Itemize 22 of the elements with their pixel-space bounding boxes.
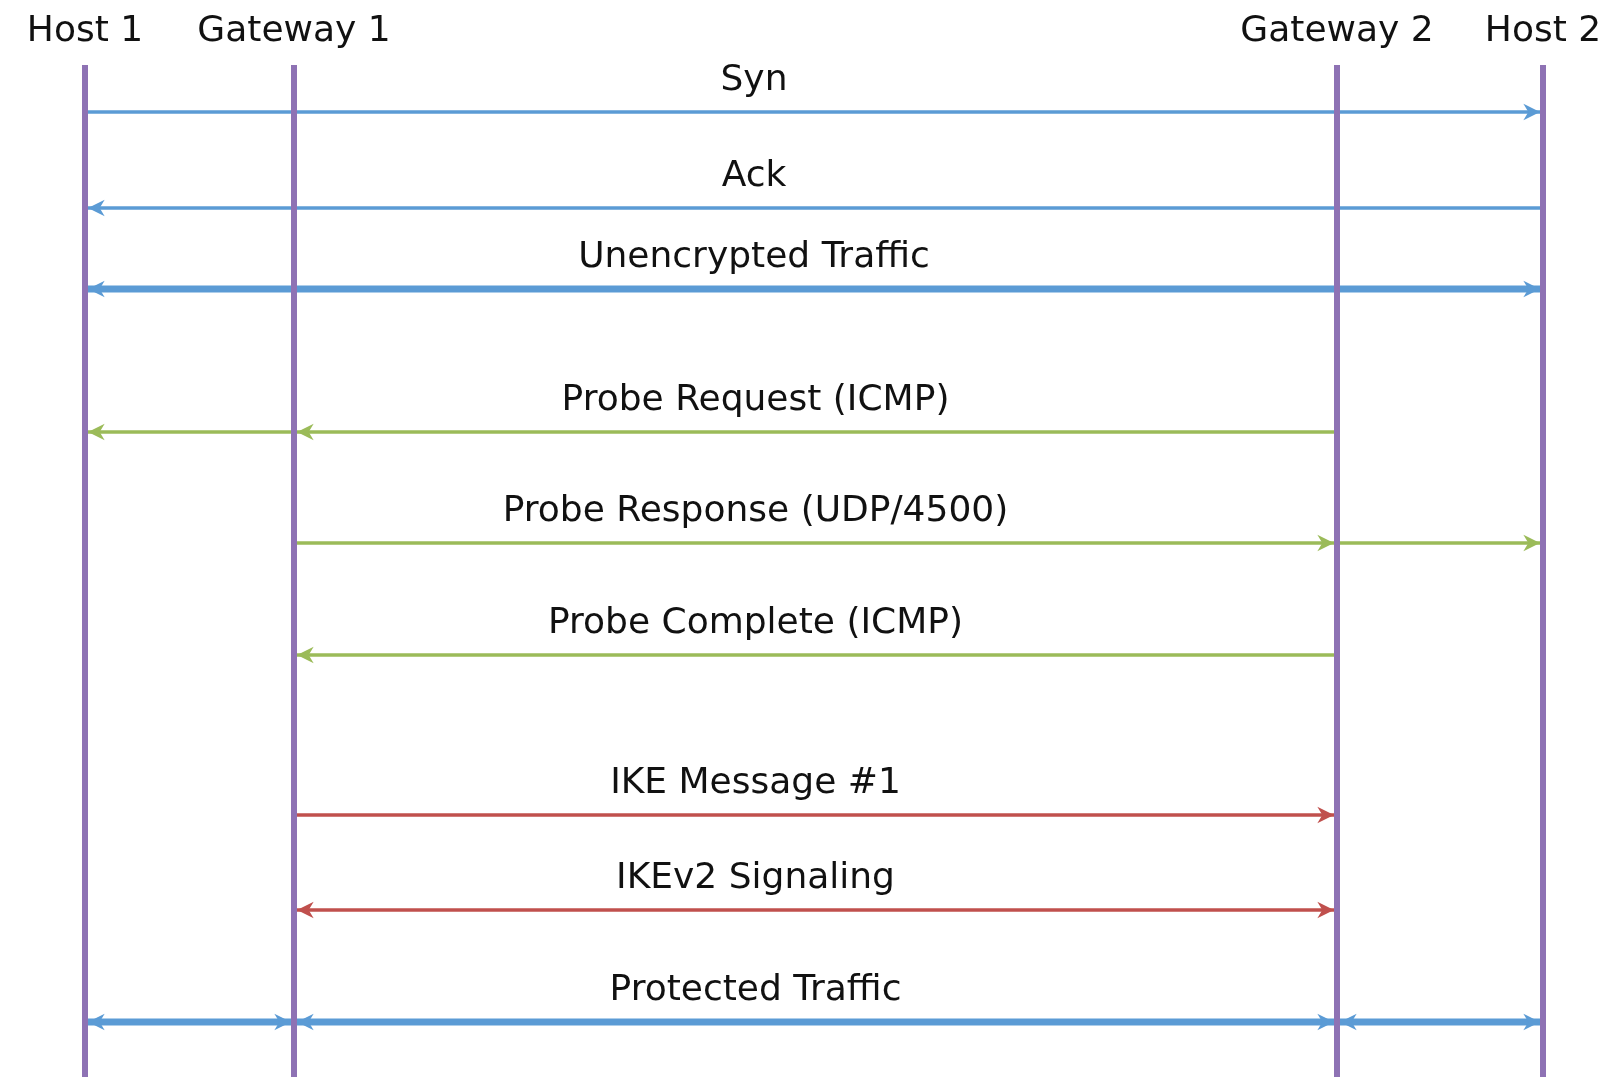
edge-label: Unencrypted Traffic [578, 233, 930, 277]
arrow [297, 534, 1334, 552]
arrow [88, 423, 291, 441]
edge-label: IKE Message #1 [610, 759, 901, 803]
edge-label: Probe Complete (ICMP) [547, 599, 964, 643]
arrow [88, 103, 1540, 121]
arrow [297, 646, 1334, 664]
participant-label: Host 2 [1484, 7, 1602, 51]
arrow [297, 806, 1334, 824]
participant-label: Gateway 2 [1240, 7, 1434, 51]
edge-label: Probe Request (ICMP) [561, 376, 950, 420]
edge-label: Ack [721, 152, 787, 196]
arrow [297, 423, 1334, 441]
arrow [88, 199, 1540, 217]
edge-label: IKEv2 Signaling [616, 854, 895, 898]
edge-label: Protected Traffic [609, 966, 902, 1010]
arrow [297, 901, 1334, 919]
participant-label: Gateway 1 [197, 7, 391, 51]
arrow [1340, 534, 1540, 552]
edge-label: Probe Response (UDP/4500) [502, 487, 1009, 531]
participant-label: Host 1 [26, 7, 144, 51]
edge-label: Syn [720, 56, 788, 100]
